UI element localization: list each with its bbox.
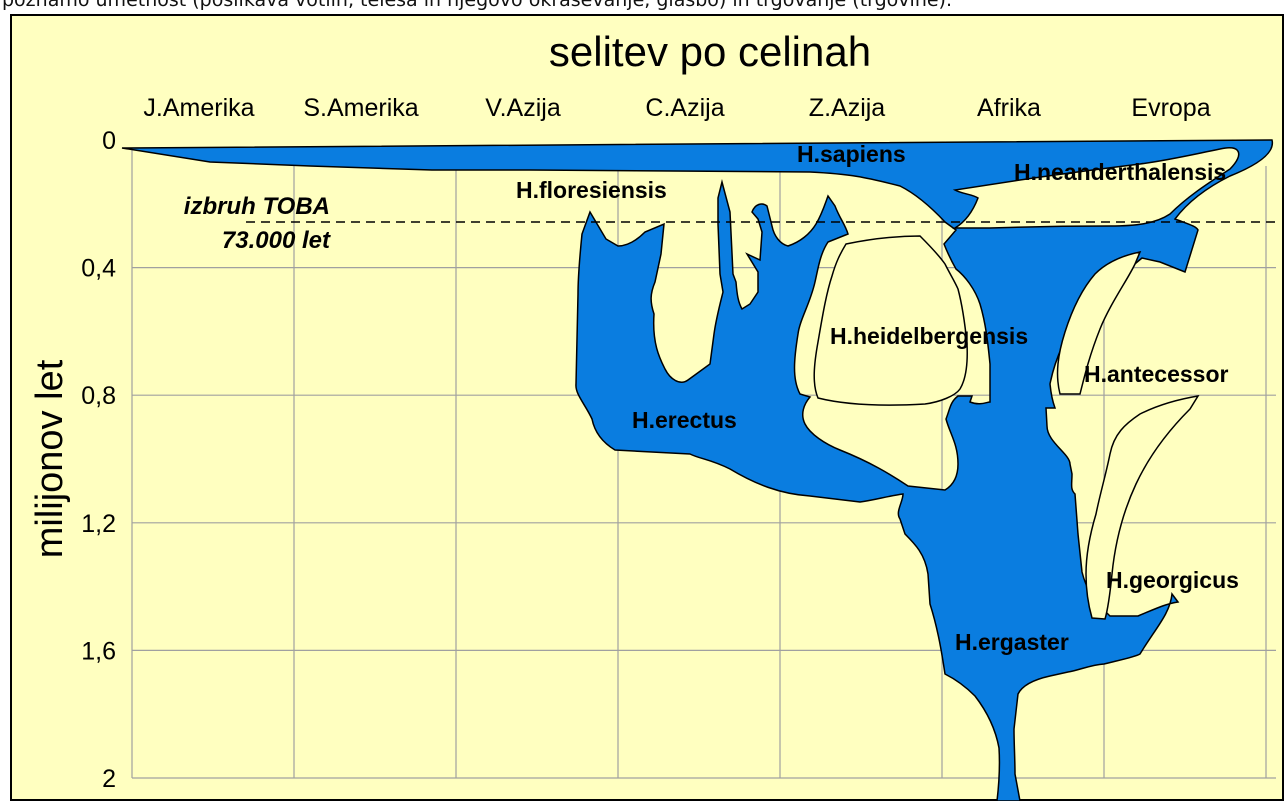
hole-neanderthal xyxy=(952,147,1240,229)
species-label-georgicus: H.georgicus xyxy=(1106,567,1239,593)
y-tick-label: 1,2 xyxy=(81,510,116,538)
continent-label: Evropa xyxy=(1131,94,1210,122)
y-tick-label: 0 xyxy=(102,127,116,155)
species-label-sapiens: H.sapiens xyxy=(797,141,906,167)
y-tick-label: 1,6 xyxy=(81,637,116,665)
caption-text: poznamo umetnost (poslikava votlin, tele… xyxy=(2,0,953,11)
species-label-erectus: H.erectus xyxy=(632,407,737,433)
toba-label-line2: 73.000 let xyxy=(222,227,331,254)
continent-label: J.Amerika xyxy=(143,94,254,122)
migration-diagram: selitev po celinah J.Amerika S.Amerika V.A… xyxy=(10,14,1284,801)
y-tick-labels: 0 0,4 0,8 1,2 1,6 2 xyxy=(81,127,116,793)
toba-label-line1: izbruh TOBA xyxy=(184,193,330,220)
y-tick-label: 2 xyxy=(102,765,116,793)
species-label-ergaster: H.ergaster xyxy=(955,629,1069,655)
hole-heidelbergensis xyxy=(813,235,968,406)
continent-label: V.Azija xyxy=(485,94,561,122)
species-label-floresiensis: H.floresiensis xyxy=(516,177,667,203)
continent-label: S.Amerika xyxy=(303,94,418,122)
hole-europe-lower xyxy=(1085,394,1200,620)
continent-labels: J.Amerika S.Amerika V.Azija C.Azija Z.Azija A… xyxy=(143,94,1210,122)
species-label-neanderthalensis: H.neanderthalensis xyxy=(1014,159,1226,185)
continent-label: Z.Azija xyxy=(809,94,886,122)
continent-label: C.Azija xyxy=(645,94,724,122)
species-label-heidelbergensis: H.heidelbergensis xyxy=(830,323,1028,349)
species-label-antecessor: H.antecessor xyxy=(1084,361,1229,387)
continent-label: Afrika xyxy=(977,94,1041,122)
y-tick-label: 0,8 xyxy=(81,382,116,410)
chart-title: selitev po celinah xyxy=(549,28,871,75)
y-tick-label: 0,4 xyxy=(81,255,116,283)
hole-europe-upper xyxy=(1056,250,1142,395)
y-axis-label: milijonov let xyxy=(29,359,71,558)
